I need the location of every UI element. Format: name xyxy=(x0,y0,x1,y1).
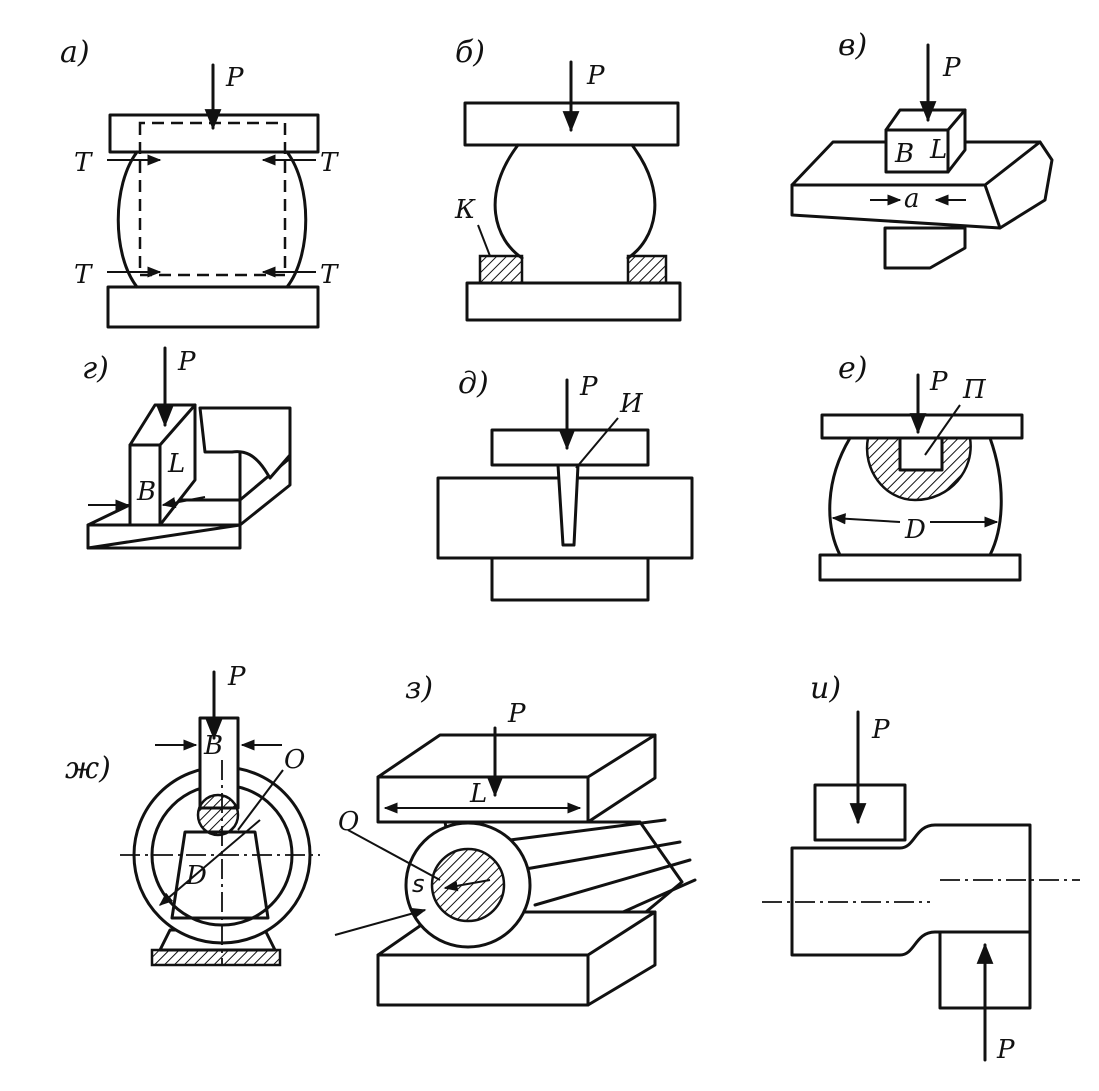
friction-label-3: T xyxy=(74,260,93,290)
panel-v: в) P В L а xyxy=(790,28,1054,270)
friction-label-1: T xyxy=(74,148,93,178)
panel-zh: ж) P В О D xyxy=(65,662,320,967)
leader-o xyxy=(347,829,441,881)
diameter-label: D xyxy=(904,515,926,545)
punch-edges xyxy=(128,403,197,527)
force-label: P xyxy=(929,367,948,397)
barrel-body xyxy=(828,436,1003,557)
panel-e: е) P П D xyxy=(818,351,1024,582)
ring-right xyxy=(626,254,668,285)
tool-tag: И xyxy=(619,389,644,419)
force-label-top: P xyxy=(871,715,890,745)
upper-punch xyxy=(813,783,907,842)
panel-z-label: з) xyxy=(405,671,433,706)
ring-tag: К xyxy=(454,195,476,225)
force-label: P xyxy=(227,662,246,692)
wall-label: s xyxy=(412,870,425,898)
leader-o xyxy=(237,769,284,831)
original-outline xyxy=(138,121,287,277)
lower-die xyxy=(106,285,320,329)
friction-label-2: T xyxy=(320,148,339,178)
plate-edges xyxy=(790,140,1042,230)
upper-die xyxy=(490,428,650,467)
force-label: P xyxy=(942,53,961,83)
force-label: P xyxy=(177,347,196,377)
panel-d-label: д) xyxy=(458,366,489,401)
wedge-body xyxy=(170,830,270,920)
lower-die-edges xyxy=(376,910,657,1007)
panel-g: г) P В L xyxy=(82,346,292,550)
width-arrow-right xyxy=(161,496,206,509)
lower-die xyxy=(818,553,1022,582)
panel-z: з) P L О s xyxy=(334,671,697,1007)
force-label: P xyxy=(586,61,605,91)
diameter-arrow xyxy=(158,819,261,906)
panel-d: д) P И xyxy=(436,366,694,602)
barrel-left xyxy=(116,150,139,289)
lower-die xyxy=(465,281,682,322)
force-label: P xyxy=(579,372,598,402)
panel-b-label: б) xyxy=(455,35,485,70)
punch xyxy=(884,108,967,174)
panel-g-label: г) xyxy=(82,351,109,386)
width-label: В xyxy=(203,731,223,761)
width-label: В xyxy=(136,477,156,507)
length-label: L xyxy=(167,449,185,479)
panel-a: а) P T T T T xyxy=(60,35,339,329)
mandrel-section xyxy=(430,847,506,923)
force-label: P xyxy=(225,63,244,93)
lower-bar xyxy=(883,226,967,270)
insert-tag: П xyxy=(962,375,987,405)
length-label: L xyxy=(469,779,487,809)
pressed-insert xyxy=(898,436,944,472)
force-label-bottom: P xyxy=(996,1035,1015,1065)
friction-label-4: T xyxy=(320,260,339,290)
panel-e-label: е) xyxy=(838,351,867,386)
barrel-right xyxy=(285,150,308,289)
panel-a-label: а) xyxy=(60,35,90,70)
panel-i: и) P P xyxy=(762,671,1080,1065)
back-profile xyxy=(198,406,292,480)
barrel-body xyxy=(493,143,657,260)
panel-i-label: и) xyxy=(810,671,841,706)
ground xyxy=(150,948,282,967)
lower-die xyxy=(490,556,650,602)
mandrel-tag: О xyxy=(338,807,359,837)
wall-arrow-out xyxy=(334,907,427,936)
punch xyxy=(128,403,197,527)
upper-die-edges xyxy=(376,733,657,824)
force-label: P xyxy=(507,699,526,729)
width-label: В xyxy=(894,139,914,169)
leader-i xyxy=(575,417,619,469)
mandrel-section xyxy=(196,793,240,837)
panel-v-label: в) xyxy=(838,28,867,63)
punch-edges xyxy=(884,108,967,174)
leader-p xyxy=(924,404,961,456)
diameter-label: D xyxy=(185,861,207,891)
diameter-arrow-left xyxy=(831,513,901,525)
mandrel-tag: О xyxy=(284,745,305,775)
tube-shading xyxy=(508,818,697,942)
panel-zh-label: ж) xyxy=(65,751,111,786)
leader-k xyxy=(477,224,491,257)
length-label: L xyxy=(929,135,947,165)
ring-left xyxy=(478,254,524,285)
wall-arrow-in xyxy=(443,879,491,892)
punch-tool xyxy=(556,463,580,547)
upper-die xyxy=(820,413,1024,440)
gap-label: а xyxy=(904,184,920,214)
panel-b: б) P К xyxy=(454,35,682,322)
